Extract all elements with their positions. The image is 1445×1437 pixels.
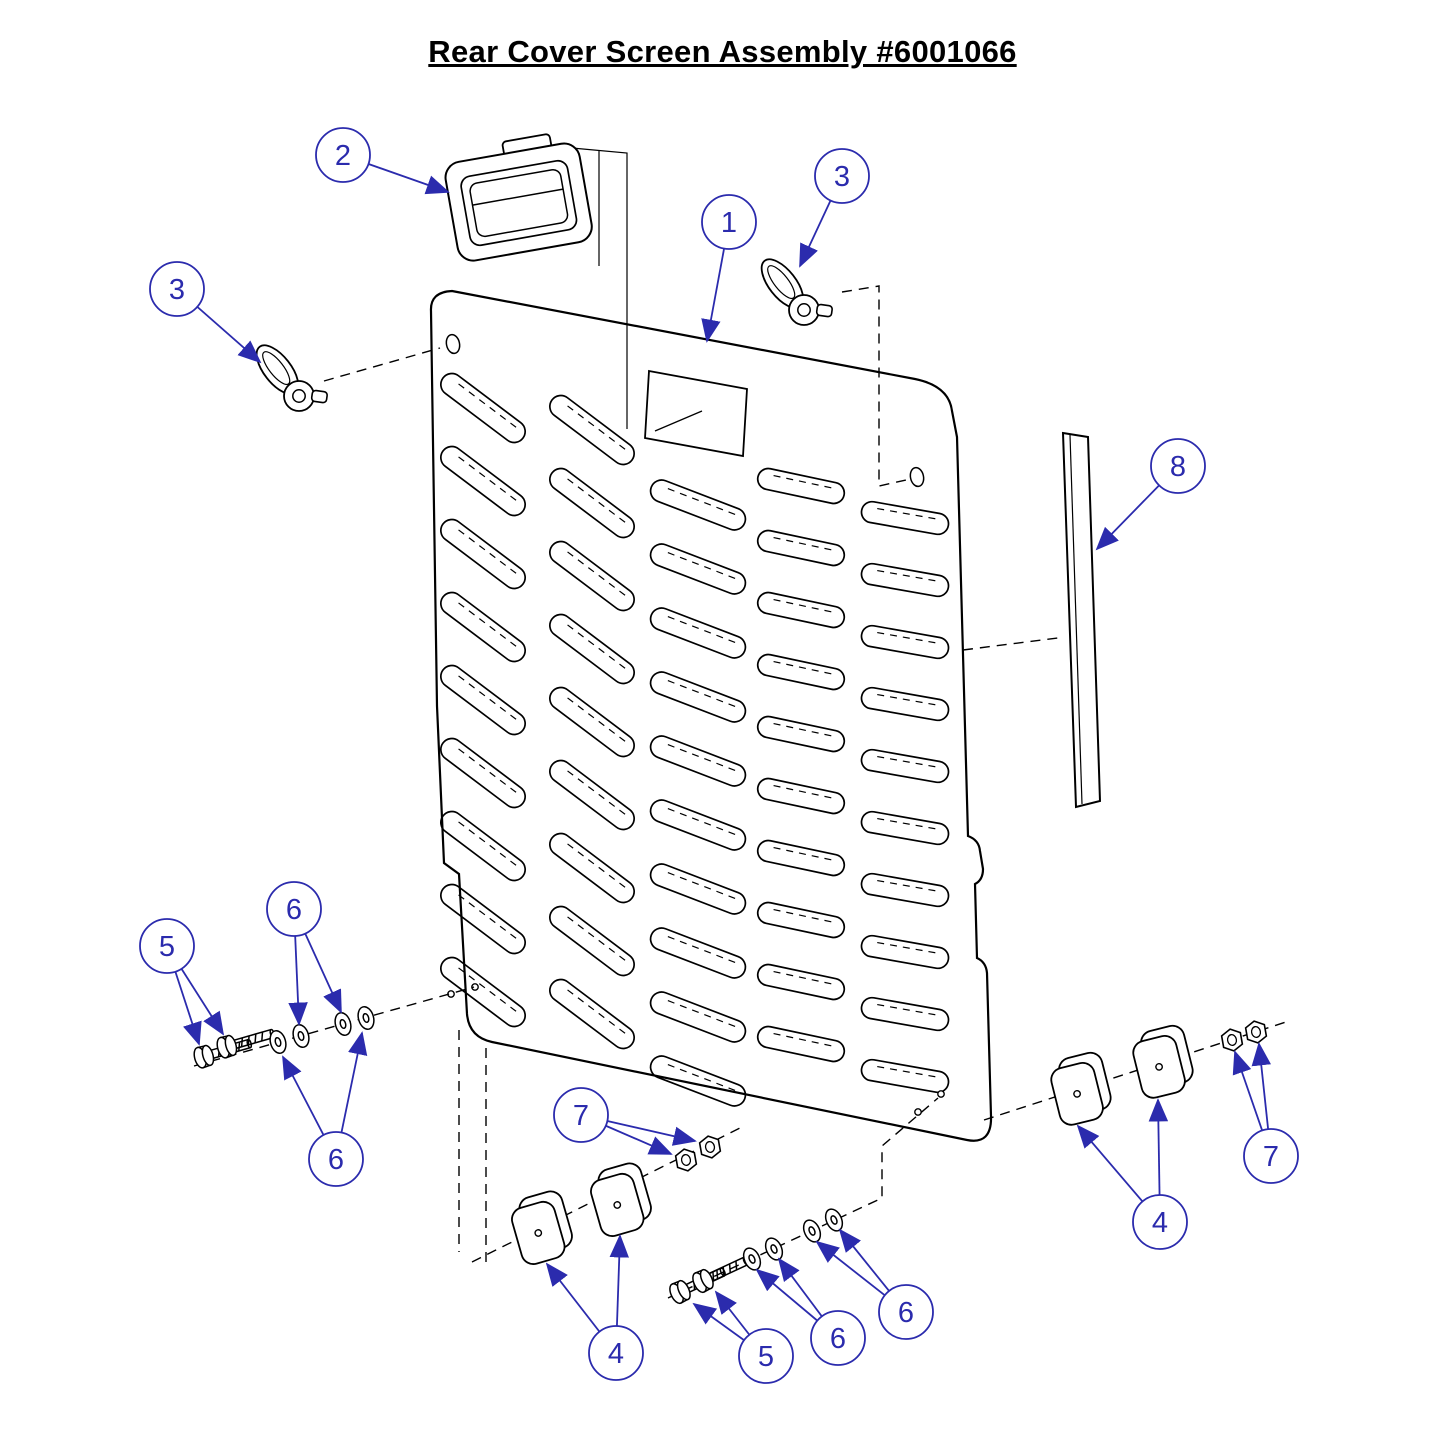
mount-pad — [585, 1159, 657, 1240]
mount-pad — [1045, 1049, 1117, 1129]
nut — [697, 1133, 723, 1161]
washer — [761, 1234, 787, 1264]
latch-hole-right — [909, 466, 925, 488]
svg-text:2: 2 — [335, 140, 351, 172]
washer — [821, 1205, 847, 1235]
callout-6-left-washers-lower: 6 — [308, 1131, 364, 1187]
callout-6-left-washers-upper: 6 — [266, 881, 322, 937]
callout-6-middle-washers-right: 6 — [878, 1284, 934, 1340]
rear-cover-panel — [429, 147, 993, 1142]
seal-strip-outline — [1061, 431, 1102, 809]
latch-hole-left — [445, 333, 461, 355]
handle-pocket — [444, 133, 593, 262]
hardware-middle-screws — [666, 1205, 847, 1307]
callout-1-rear-cover-panel: 1 — [701, 194, 757, 250]
washer — [799, 1216, 825, 1246]
svg-text:6: 6 — [328, 1144, 344, 1176]
svg-text:1: 1 — [721, 207, 737, 239]
nut — [1219, 1026, 1245, 1054]
screw — [214, 1022, 278, 1061]
nut — [1243, 1018, 1269, 1046]
svg-text:5: 5 — [159, 931, 175, 963]
page-title: Rear Cover Screen Assembly #6001066 — [428, 34, 1017, 69]
svg-text:4: 4 — [1152, 1207, 1168, 1239]
svg-text:3: 3 — [834, 161, 850, 193]
mount-pad — [1127, 1022, 1199, 1102]
callout-4-right-pads: 4 — [1132, 1194, 1188, 1250]
quarter-turn-latch-right — [753, 251, 834, 326]
svg-text:3: 3 — [169, 274, 185, 306]
svg-text:6: 6 — [830, 1323, 846, 1355]
svg-text:8: 8 — [1170, 451, 1186, 483]
handle-projection-line — [571, 147, 628, 429]
mount-hole — [937, 1090, 945, 1098]
quarter-turn-latch-left — [248, 337, 329, 412]
handle-inner-rim — [460, 159, 578, 247]
svg-text:6: 6 — [898, 1297, 914, 1329]
callout-4-middle-pads: 4 — [588, 1325, 644, 1381]
middle-fastener-axis — [667, 1097, 939, 1299]
callout-3-right-latch: 3 — [814, 148, 870, 204]
hardware-middle-pads — [506, 1133, 723, 1268]
mount-hole — [914, 1108, 922, 1116]
handle-recess — [469, 168, 569, 238]
svg-text:5: 5 — [758, 1341, 774, 1373]
callout-2-handle-pocket: 2 — [315, 127, 371, 183]
mount-hole — [471, 983, 479, 991]
svg-text:4: 4 — [608, 1338, 624, 1370]
svg-text:6: 6 — [286, 894, 302, 926]
washer — [354, 1004, 378, 1032]
panel-outline — [429, 289, 993, 1142]
callout-5-left-screws: 5 — [139, 918, 195, 974]
seal-strip — [1061, 431, 1102, 809]
washer — [331, 1010, 355, 1038]
latch-left-centerline — [323, 347, 441, 382]
handle-grip-edge — [472, 188, 564, 206]
seal-strip-edge — [1069, 434, 1083, 805]
washer — [739, 1244, 765, 1274]
callouts: 2 3 1 3 8 5 6 6 7 — [139, 127, 1299, 1384]
callout-7-right-nuts: 7 — [1243, 1128, 1299, 1184]
mount-pad — [506, 1187, 578, 1268]
strip-centerline — [962, 637, 1059, 651]
svg-text:7: 7 — [1263, 1141, 1279, 1173]
callout-3-left-latch: 3 — [149, 261, 205, 317]
callout-8-seal-strip: 8 — [1150, 438, 1206, 494]
hardware-right — [1045, 1018, 1269, 1129]
washer — [289, 1022, 313, 1050]
left-fastener-axis — [193, 986, 475, 1067]
svg-text:7: 7 — [573, 1100, 589, 1132]
callout-7-middle-nuts: 7 — [553, 1087, 609, 1143]
latch-right-centerline — [841, 285, 907, 487]
handle-outer-shell — [444, 142, 593, 262]
callout-6-middle-washers-left: 6 — [810, 1310, 866, 1366]
callout-5-middle-screws: 5 — [738, 1328, 794, 1384]
handle-cutout-fold-line — [654, 410, 703, 432]
